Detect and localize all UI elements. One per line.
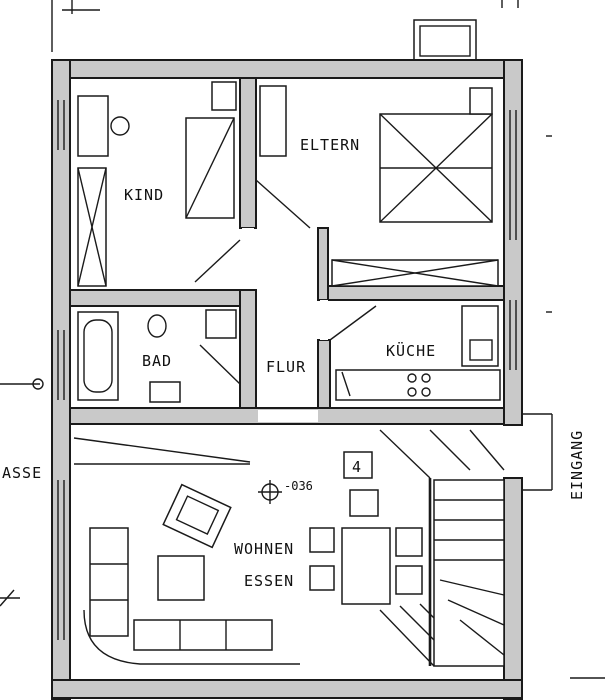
terrasse-label: ASSE [2, 464, 42, 482]
room-label-flur: FLUR [266, 358, 306, 376]
kueche-furniture [335, 305, 501, 401]
door-swings [194, 179, 377, 385]
top-edge-lines [51, 0, 519, 52]
stair-number: 4 [352, 458, 362, 476]
right-windows [509, 110, 517, 370]
room-label-wohnen: WOHNEN [234, 540, 294, 558]
door-openings [242, 228, 328, 422]
outer-walls [51, 59, 523, 700]
room-label-bad: BAD [142, 352, 172, 370]
chimney [413, 19, 477, 61]
kind-furniture [77, 81, 237, 287]
staircase [379, 429, 505, 667]
room-label-essen: ESSEN [244, 572, 294, 590]
entrance-porch [522, 135, 553, 491]
left-windows [57, 100, 65, 640]
stair-number-box: 4 [343, 451, 373, 479]
room-label-kueche: KÜCHE [386, 341, 436, 360]
wohnen-furniture [73, 437, 423, 665]
eingang-label: EINGANG [568, 430, 586, 500]
room-label-kind: KIND [124, 186, 164, 204]
eltern-furniture [259, 85, 499, 287]
level-marker: -036 [258, 479, 313, 504]
level-label: -036 [284, 479, 313, 493]
bad-furniture [77, 309, 237, 403]
room-label-eltern: ELTERN [300, 136, 360, 154]
left-arrows [0, 378, 44, 607]
